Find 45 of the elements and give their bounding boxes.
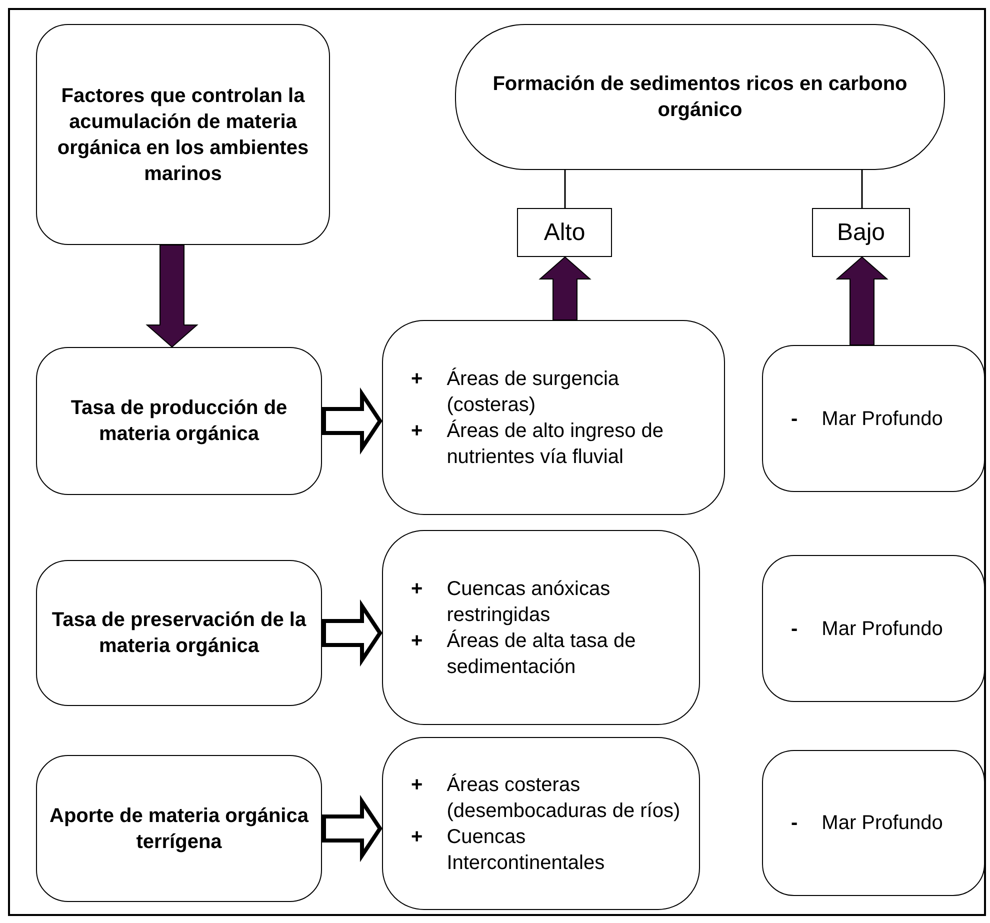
connector-line [564, 170, 566, 208]
list-item-text: Cuencas anóxicas restringidas [446, 576, 612, 628]
bullet-marker: - [791, 811, 798, 836]
block-arrow [538, 256, 592, 320]
low-list-box [762, 750, 985, 896]
level-box [812, 208, 910, 257]
node-label: Tasa de producción de materia orgánica [70, 396, 288, 447]
node-label: Alto [544, 218, 586, 248]
node-label: Factores que controlan la acumulación de materia orgánica en los ambientes marinos [56, 84, 310, 186]
list-item-text: Cuencas Intercontinentales [446, 824, 606, 876]
connector-line [861, 170, 863, 208]
bullet-marker: + [411, 366, 423, 392]
bullet-marker: + [411, 576, 423, 602]
block-arrow [146, 244, 198, 348]
factor-box [36, 755, 322, 902]
low-list-box [762, 345, 985, 492]
node-label: Bajo [836, 218, 886, 248]
list-item-text: Áreas de alto ingreso de nutrientes vía fluvial [446, 418, 664, 470]
block-arrow [322, 387, 382, 455]
bullet-marker: + [411, 772, 423, 798]
high-list-box [382, 320, 725, 515]
block-arrow [322, 794, 382, 862]
node-label: Formación de sedimentos ricos en carbono orgánico [492, 72, 908, 123]
topic-box [36, 24, 330, 245]
list-item-text: Mar Profundo [822, 406, 943, 432]
low-list-box [762, 555, 985, 702]
block-arrow [322, 599, 382, 667]
bullet-marker: - [791, 616, 798, 642]
list-item-text: Mar Profundo [822, 616, 943, 642]
list-item-text: Áreas de alta tasa de sedimentación [446, 628, 637, 680]
factor-box [36, 560, 322, 706]
bullet-marker: + [411, 418, 423, 444]
high-list-box [382, 530, 700, 725]
bullet-marker: - [791, 406, 798, 432]
block-arrow [836, 256, 888, 346]
factor-box [36, 347, 322, 495]
bullet-marker: + [411, 628, 423, 654]
high-list-box [382, 737, 700, 910]
list-item-text: Áreas de surgencia (costeras) [446, 366, 620, 418]
level-box [517, 208, 612, 257]
bullet-marker: + [411, 824, 423, 850]
list-item-text: Áreas costeras (desembocaduras de ríos) [446, 772, 682, 824]
list-item-text: Mar Profundo [822, 811, 943, 836]
node-label: Tasa de preservación de la materia orgánica [50, 608, 308, 659]
node-label: Aporte de materia orgánica terrígena [48, 804, 310, 854]
